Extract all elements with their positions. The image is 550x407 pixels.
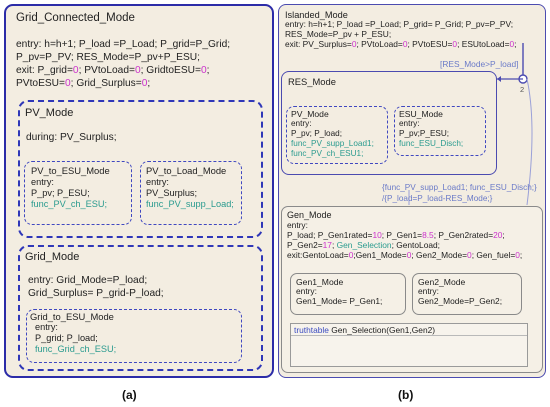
truthtable-block[interactable]: truthtable Gen_Selection(Gen1,Gen2): [290, 323, 528, 367]
junction-label: 2: [520, 85, 525, 94]
pv-to-load-line-1: PV_Surplus;: [146, 188, 198, 198]
grid-connected-mode-title: Grid_Connected_Mode: [16, 12, 135, 24]
pv-to-esu-func: func_PV_ch_ESU;: [31, 199, 108, 209]
res-pv-mode-func-2: func_PV_ch_ESU1;: [291, 149, 364, 158]
gen2-mode-state[interactable]: Gen2_Mode entry: Gen2_Mode=P_Gen2;: [412, 273, 522, 315]
gen1-mode-title: Gen1_Mode: [296, 277, 344, 287]
junction-to-gen-line: [526, 78, 533, 206]
pv-to-esu-mode-state[interactable]: PV_to_ESU_Mode entry: P_pv; P_ESU; func_…: [24, 161, 132, 225]
grid-mode-entry-line-2: Grid_Surplus= P_grid-P_load;: [28, 288, 164, 299]
truthtable-keyword: truthtable: [294, 325, 329, 335]
res-pv-mode-func-1: func_PV_supp_Load1;: [291, 139, 374, 148]
res-esu-mode-func: func_ESU_Disch;: [399, 139, 464, 148]
grid-connected-entry-line: entry: h=h+1; P_load =P_Load; P_grid=P_G…: [16, 39, 231, 50]
pv-to-esu-mode-title: PV_to_ESU_Mode: [31, 165, 110, 176]
gen-mode-line-2: P_Gen2=17; Gen_Selection; GentoLoad;: [287, 240, 440, 250]
pv-to-load-mode-state[interactable]: PV_to_Load_Mode entry: PV_Surplus; func_…: [140, 161, 242, 225]
islanded-mode-state[interactable]: Islanded_Mode entry: h=h+1; P_load =P_Lo…: [278, 4, 546, 378]
grid-mode-entry-line: entry: Grid_Mode=P_load;: [28, 275, 148, 286]
grid-mode-state[interactable]: Grid_Mode entry: Grid_Mode=P_load; Grid_…: [18, 245, 263, 371]
gen-mode-entry: entry:: [287, 220, 308, 230]
gen-mode-exit-line: exit:GentoLoad=0;Gen1_Mode=0; Gen2_Mode=…: [287, 250, 523, 260]
res-pv-mode-title: PV_Mode: [291, 109, 329, 119]
res-mode-state[interactable]: RES_Mode PV_Mode entry: P_pv; P_load; fu…: [281, 71, 497, 175]
transition-res-to-gen-action[interactable]: {func_PV_supp_Load1; func_ESU_Disch;}: [382, 183, 537, 192]
junction-arrow-head: [497, 76, 501, 82]
pv-to-esu-entry: entry:: [31, 177, 54, 187]
pv-mode-title: PV_Mode: [25, 107, 74, 119]
gen-mode-title: Gen_Mode: [287, 210, 332, 220]
truthtable-signature: Gen_Selection(Gen1,Gen2): [328, 325, 436, 335]
gen1-mode-entry: entry:: [296, 286, 317, 296]
gen2-mode-line-1: Gen2_Mode=P_Gen2;: [418, 296, 503, 306]
res-esu-mode-state[interactable]: ESU_Mode entry: P_pv;P_ESU; func_ESU_Dis…: [394, 106, 486, 156]
grid-to-esu-mode-title: Grid_to_ESU_Mode: [30, 311, 114, 322]
pv-to-esu-line-1: P_pv; P_ESU;: [31, 188, 90, 198]
pv-to-load-mode-title: PV_to_Load_Mode: [146, 165, 227, 176]
grid-to-esu-line-1: P_grid; P_load;: [35, 333, 98, 343]
res-esu-mode-title: ESU_Mode: [399, 109, 443, 119]
gen-mode-state[interactable]: Gen_Mode entry: P_load; P_Gen1rated=10; …: [281, 206, 543, 373]
gen2-mode-title: Gen2_Mode: [418, 277, 466, 287]
res-pv-mode-state[interactable]: PV_Mode entry: P_pv; P_load; func_PV_sup…: [286, 106, 388, 164]
res-esu-mode-line-1: P_pv;P_ESU;: [399, 129, 450, 138]
pv-mode-during: during: PV_Surplus;: [26, 132, 117, 143]
grid-connected-mode-state[interactable]: Grid_Connected_Mode entry: h=h+1; P_load…: [4, 4, 274, 378]
islanded-entry-line-2: RES_Mode=P_pv + P_ESU;: [285, 29, 392, 39]
gen1-mode-line-1: Gen1_Mode= P_Gen1;: [296, 296, 383, 306]
truthtable-header: truthtable Gen_Selection(Gen1,Gen2): [291, 324, 527, 336]
pv-mode-state[interactable]: PV_Mode during: PV_Surplus; PV_to_ESU_Mo…: [18, 100, 263, 238]
islanded-entry-line: entry: h=h+1; P_load =P_Load; P_grid= P_…: [285, 19, 514, 29]
transition-res-to-gen-update[interactable]: /{P_load=P_load-RES_Mode;}: [382, 194, 493, 203]
grid-connected-exit-line-2: PVtoESU=0; Grid_Surplus=0;: [16, 78, 151, 89]
grid-connected-exit-line: exit: P_grid=0; PVtoLoad=0; GridtoESU=0;: [16, 65, 210, 76]
panel-a-caption: (a): [122, 388, 137, 402]
islanded-mode-title: Islanded_Mode: [285, 10, 348, 20]
res-mode-title: RES_Mode: [288, 76, 336, 87]
grid-mode-title: Grid_Mode: [25, 251, 80, 263]
pv-to-load-entry: entry:: [146, 177, 169, 187]
grid-to-esu-mode-state[interactable]: Grid_to_ESU_Mode entry: P_grid; P_load; …: [26, 309, 242, 363]
islanded-exit-line: exit: PV_Surplus=0; PVtoLoad=0; PVtoESU=…: [285, 39, 517, 49]
res-pv-mode-line-1: P_pv; P_load;: [291, 129, 342, 138]
grid-to-esu-func: func_Grid_ch_ESU;: [35, 344, 117, 354]
transition-connectors: [408, 43, 533, 206]
gen-mode-line-1: P_load; P_Gen1rated=10; P_Gen1=8.5; P_Ge…: [287, 230, 505, 240]
transition-res-condition[interactable]: [RES_Mode>P_load]: [440, 59, 519, 69]
grid-connected-entry-line-2: P_pv=P_PV; RES_Mode=P_pv+P_ESU;: [16, 52, 200, 63]
gen1-mode-state[interactable]: Gen1_Mode entry: Gen1_Mode= P_Gen1;: [290, 273, 406, 315]
pv-to-load-func: func_PV_supp_Load;: [146, 199, 234, 209]
grid-to-esu-entry: entry:: [35, 322, 58, 332]
panel-b-caption: (b): [398, 388, 414, 402]
res-esu-mode-entry: entry:: [399, 119, 420, 128]
res-pv-mode-entry: entry:: [291, 119, 312, 128]
gen2-mode-entry: entry:: [418, 286, 439, 296]
